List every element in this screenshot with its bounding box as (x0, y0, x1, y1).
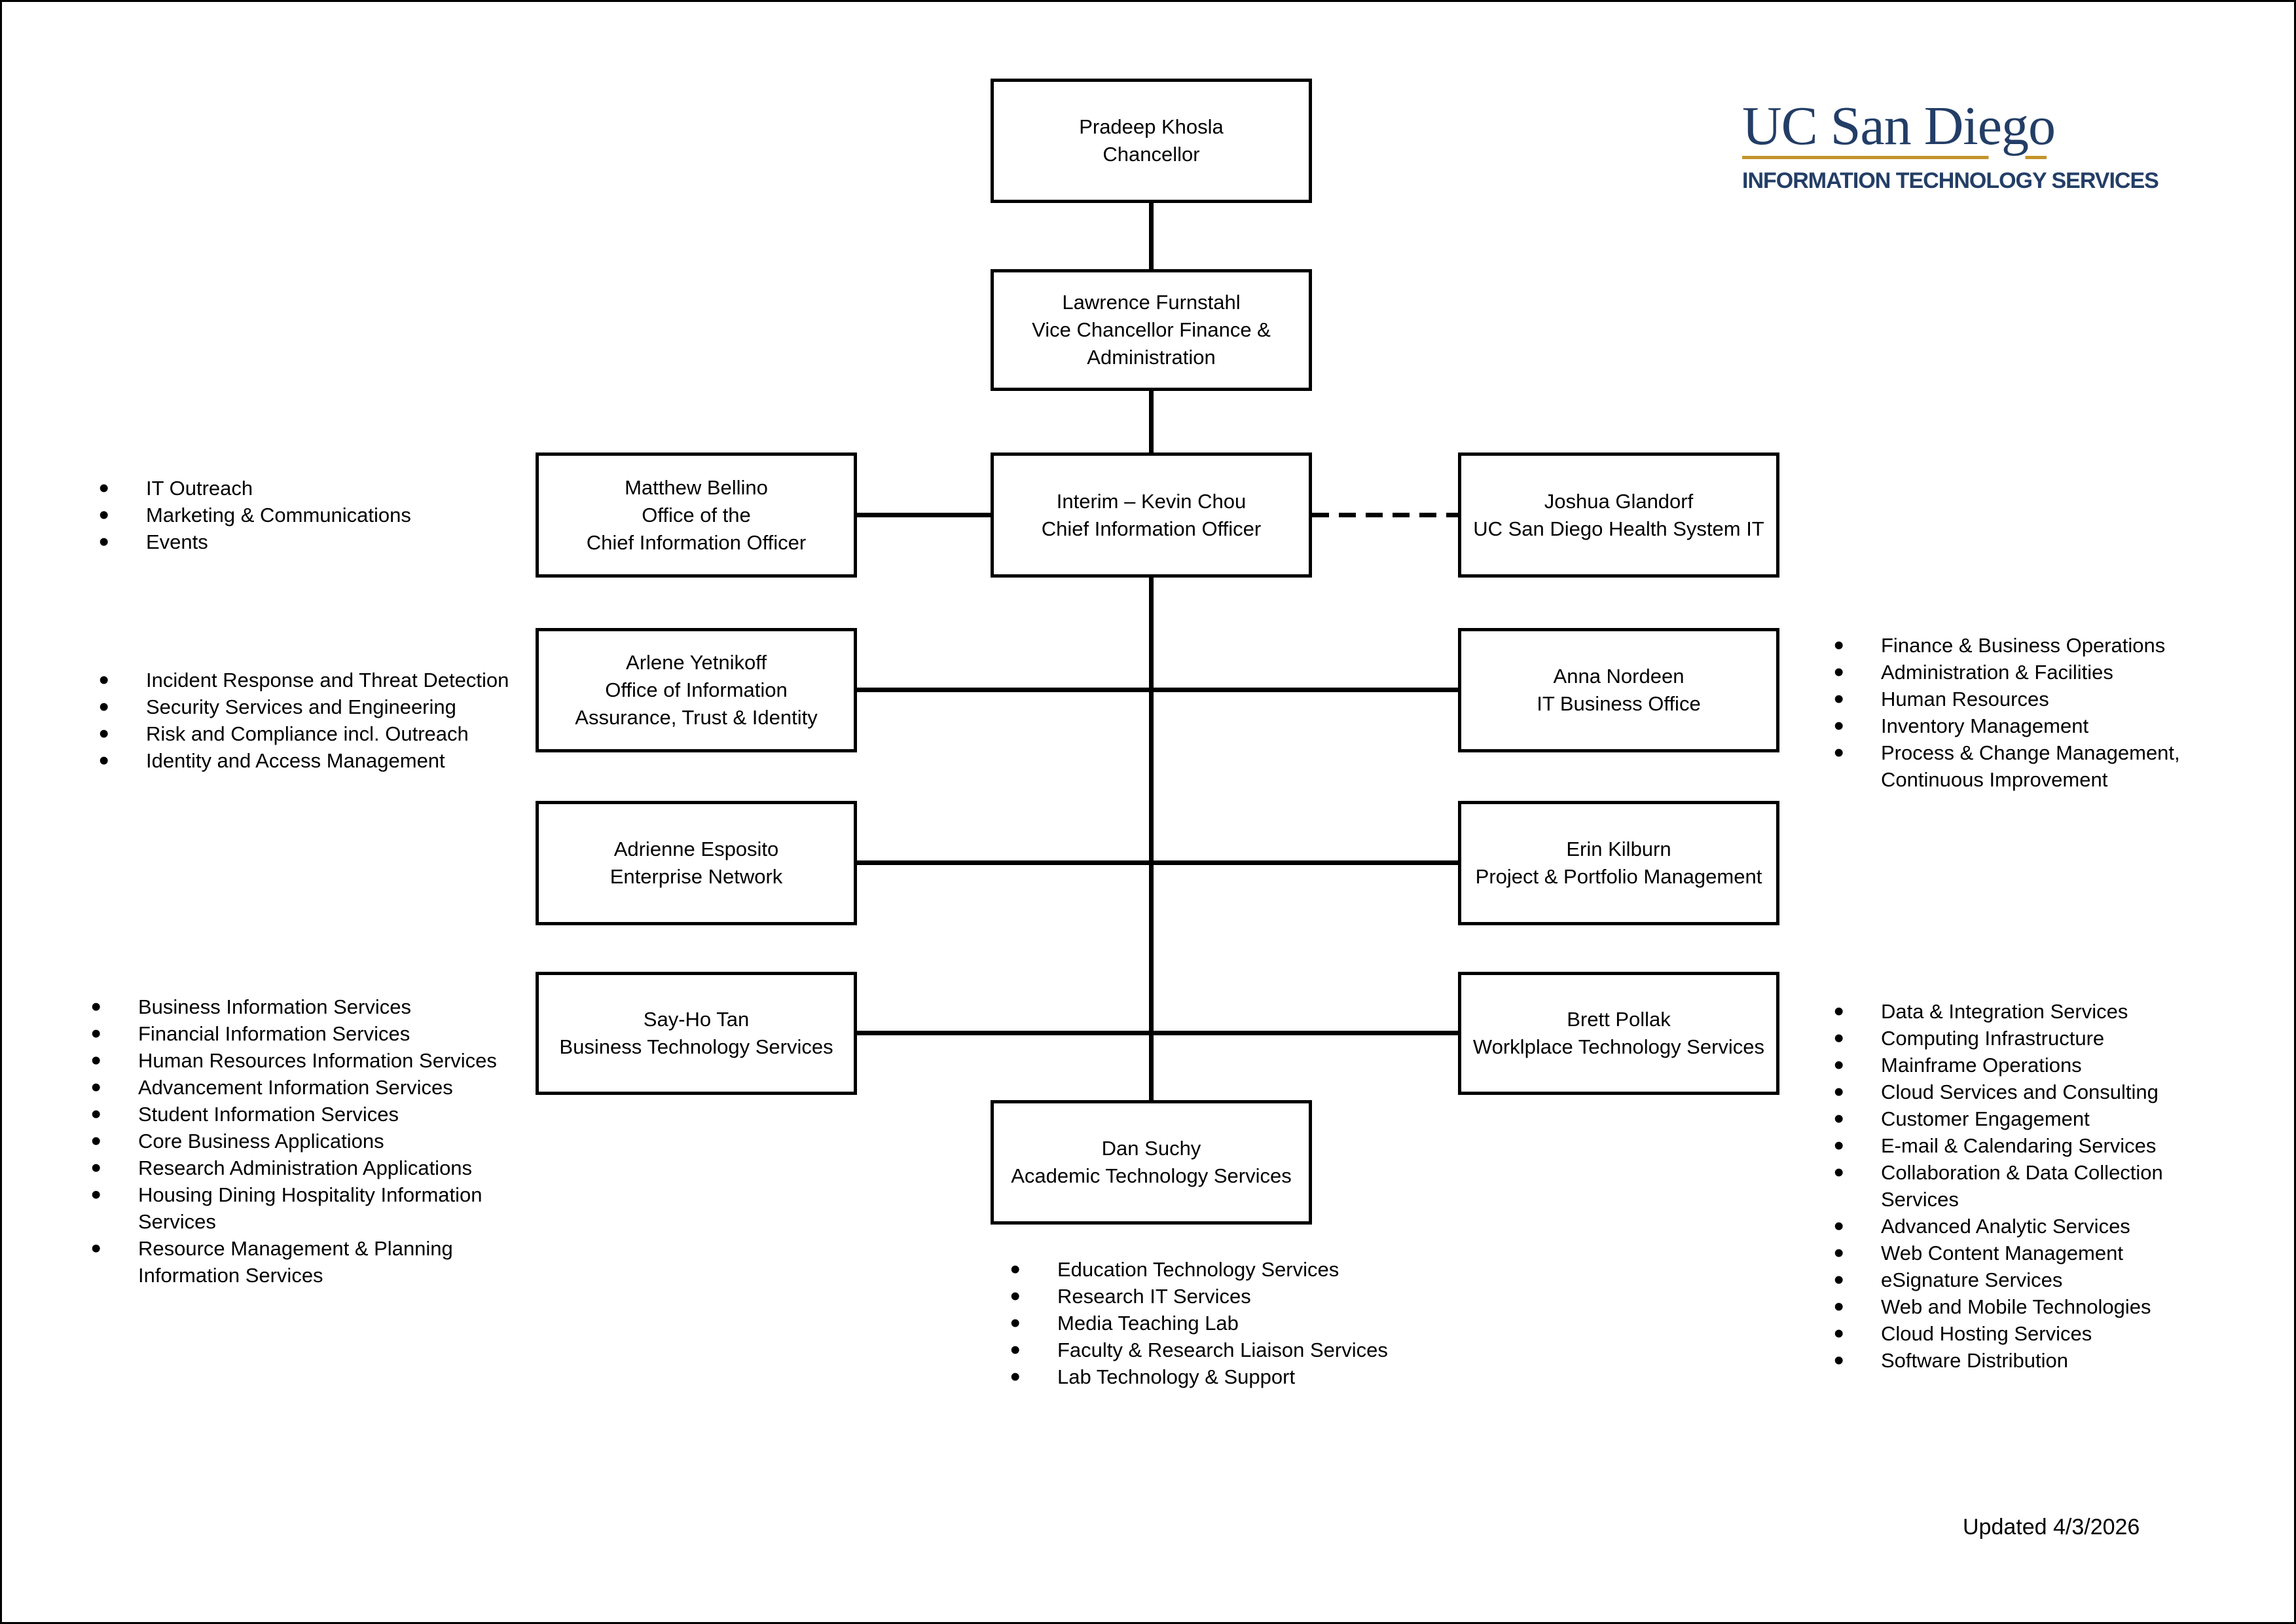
list-item: Events (94, 528, 460, 555)
person-name: Arlene Yetnikoff (626, 651, 767, 674)
list-item: Data & Integration Services (1829, 998, 2208, 1025)
list-item: Web Content Management (1829, 1240, 2208, 1266)
list-item: Marketing & Communications (94, 502, 460, 528)
info-assurance-responsibilities: Incident Response and Threat DetectionSe… (94, 667, 513, 774)
ucsd-its-logo: UC San Diego INFORMATION TECHNOLOGY SERV… (1742, 99, 2159, 194)
list-item: Customer Engagement (1829, 1105, 2208, 1132)
academic-tech-responsibilities: Education Technology ServicesResearch IT… (1005, 1256, 1424, 1390)
person-title: Enterprise Network (610, 865, 783, 888)
org-box-enterprise-network: Adrienne Esposito Enterprise Network (536, 801, 857, 925)
list-item: Resource Management & Planning Informati… (86, 1235, 518, 1289)
person-title: Chancellor (1102, 143, 1200, 166)
person-title: Business Technology Services (559, 1035, 833, 1058)
org-box-academic-tech: Dan Suchy Academic Technology Services (991, 1100, 1312, 1225)
person-title: Project & Portfolio Management (1475, 865, 1762, 888)
connector-row-network-ppm (857, 860, 1459, 865)
person-title: Office of the Chief Information Officer (586, 503, 807, 554)
org-box-info-assurance: Arlene Yetnikoff Office of Information A… (536, 628, 857, 752)
list-item: Lab Technology & Support (1005, 1363, 1424, 1390)
list-item: Research Administration Applications (86, 1154, 518, 1181)
list-item: Education Technology Services (1005, 1256, 1424, 1283)
person-title: Worklplace Technology Services (1472, 1035, 1765, 1058)
connector-vc-cio (1149, 387, 1154, 456)
person-name: Brett Pollak (1567, 1008, 1671, 1031)
person-title: Office of Information Assurance, Trust &… (575, 678, 818, 729)
list-item: Mainframe Operations (1829, 1052, 2208, 1079)
list-item: Collaboration & Data Collection Services (1829, 1159, 2208, 1213)
list-item: Cloud Hosting Services (1829, 1320, 2208, 1347)
org-box-vice-chancellor: Lawrence Furnstahl Vice Chancellor Finan… (991, 269, 1312, 391)
person-name: Interim – Kevin Chou (1056, 489, 1247, 513)
list-item: Inventory Management (1829, 712, 2195, 739)
org-box-health-it: Joshua Glandorf UC San Diego Health Syst… (1458, 452, 1779, 578)
list-item: Research IT Services (1005, 1283, 1424, 1310)
person-name: Anna Nordeen (1553, 665, 1685, 688)
list-item: Finance & Business Operations (1829, 632, 2195, 659)
person-title: IT Business Office (1537, 692, 1701, 715)
list-item: Administration & Facilities (1829, 659, 2195, 686)
list-item: Human Resources Information Services (86, 1047, 518, 1074)
org-box-workplace-tech: Brett Pollak Worklplace Technology Servi… (1458, 972, 1779, 1095)
list-item: Advancement Information Services (86, 1074, 518, 1101)
connector-chancellor-vc (1149, 198, 1154, 274)
list-item: Cloud Services and Consulting (1829, 1079, 2208, 1105)
person-name: Erin Kilburn (1566, 838, 1671, 860)
person-name: Say-Ho Tan (643, 1008, 750, 1031)
office-of-cio-responsibilities: IT OutreachMarketing & CommunicationsEve… (94, 475, 460, 555)
logo-gold-underline (1742, 156, 2047, 159)
person-name: Dan Suchy (1101, 1137, 1201, 1160)
person-name: Adrienne Esposito (613, 838, 779, 860)
list-item: Software Distribution (1829, 1347, 2208, 1374)
list-item: IT Outreach (94, 475, 460, 502)
org-box-office-of-cio: Matthew Bellino Office of the Chief Info… (536, 452, 857, 578)
org-box-cio: Interim – Kevin Chou Chief Information O… (991, 452, 1312, 578)
connector-trunk (1149, 574, 1154, 1103)
org-box-business-tech: Say-Ho Tan Business Technology Services (536, 972, 857, 1095)
list-item: Student Information Services (86, 1101, 518, 1128)
updated-date: Updated 4/3/2026 (1963, 1515, 2140, 1540)
workplace-tech-responsibilities: Data & Integration ServicesComputing Inf… (1829, 998, 2208, 1374)
list-item: Housing Dining Hospitality Information S… (86, 1181, 518, 1235)
list-item: Incident Response and Threat Detection (94, 667, 513, 693)
person-title: UC San Diego Health System IT (1473, 517, 1764, 540)
it-business-office-responsibilities: Finance & Business OperationsAdministrat… (1829, 632, 2195, 793)
list-item: Risk and Compliance incl. Outreach (94, 720, 513, 747)
person-name: Matthew Bellino (625, 475, 768, 499)
connector-row-bts-wts (857, 1031, 1459, 1035)
person-title: Academic Technology Services (1011, 1164, 1292, 1187)
org-box-it-business-office: Anna Nordeen IT Business Office (1458, 628, 1779, 752)
list-item: Identity and Access Management (94, 747, 513, 774)
list-item: Computing Infrastructure (1829, 1025, 2208, 1052)
list-item: Business Information Services (86, 993, 518, 1020)
org-box-project-portfolio: Erin Kilburn Project & Portfolio Managem… (1458, 801, 1779, 925)
list-item: Process & Change Management, Continuous … (1829, 739, 2195, 793)
org-box-chancellor: Pradeep Khosla Chancellor (991, 79, 1312, 203)
list-item: Media Teaching Lab (1005, 1310, 1424, 1337)
list-item: eSignature Services (1829, 1266, 2208, 1293)
connector-cio-health-dashed (1312, 513, 1459, 517)
person-title: Chief Information Officer (1041, 517, 1262, 540)
ucsd-wordmark: UC San Diego (1742, 96, 2056, 157)
list-item: Faculty & Research Liaison Services (1005, 1337, 1424, 1363)
person-name: Joshua Glandorf (1544, 489, 1694, 513)
business-tech-responsibilities: Business Information ServicesFinancial I… (86, 993, 518, 1289)
logo-division-name: INFORMATION TECHNOLOGY SERVICES (1742, 168, 2159, 193)
person-title: Vice Chancellor Finance & Administration (1032, 318, 1271, 369)
person-name: Pradeep Khosla (1079, 115, 1224, 138)
list-item: Human Resources (1829, 686, 2195, 712)
connector-ocio-cio (857, 513, 994, 517)
list-item: Advanced Analytic Services (1829, 1213, 2208, 1240)
list-item: Financial Information Services (86, 1020, 518, 1047)
connector-row-assurance-itbo (857, 688, 1459, 692)
list-item: Security Services and Engineering (94, 693, 513, 720)
list-item: E-mail & Calendaring Services (1829, 1132, 2208, 1159)
person-name: Lawrence Furnstahl (1062, 291, 1241, 314)
list-item: Web and Mobile Technologies (1829, 1293, 2208, 1320)
list-item: Core Business Applications (86, 1128, 518, 1154)
